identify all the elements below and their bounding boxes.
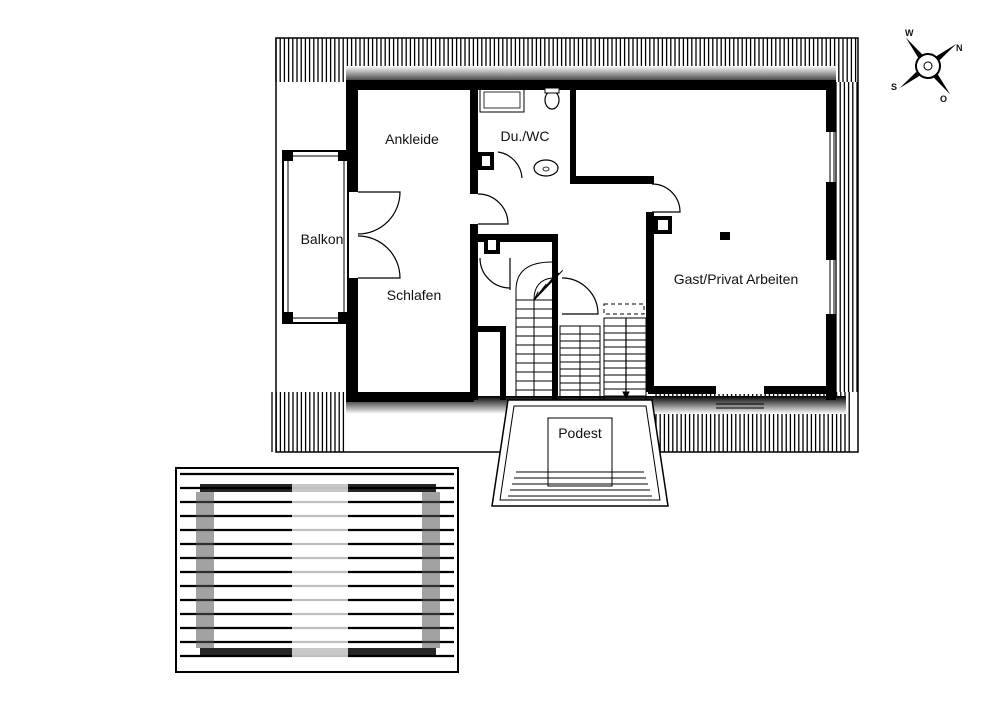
- walls: [346, 80, 836, 404]
- compass-letter-s: S: [891, 82, 897, 92]
- compass-letters: W N S O: [891, 28, 963, 104]
- staircase: [515, 261, 647, 409]
- compass-letter-n: N: [956, 43, 963, 53]
- compass: [899, 37, 957, 95]
- porch-roof: [491, 399, 669, 507]
- balcony: [282, 150, 349, 324]
- shower-tray: [479, 87, 525, 113]
- room-label-du-wc: Du./WC: [501, 128, 550, 144]
- room-label-gast: Gast/Privat Arbeiten: [674, 271, 799, 287]
- room-label-schlafen: Schlafen: [387, 287, 441, 303]
- room-label-ankleide: Ankleide: [385, 131, 439, 147]
- garage-roof: [175, 467, 459, 673]
- doors: [357, 151, 681, 315]
- compass-letter-w: W: [905, 28, 914, 38]
- pillars: [478, 152, 730, 254]
- windows: [716, 132, 835, 409]
- room-labels: Ankleide Du./WC Balkon Schlafen Gast/Pri…: [301, 128, 799, 441]
- washbasin: [533, 159, 559, 177]
- attic-hatch: [603, 303, 645, 315]
- compass-letter-o: O: [940, 94, 947, 104]
- room-label-podest: Podest: [558, 425, 602, 441]
- room-label-balkon: Balkon: [301, 231, 344, 247]
- toilet: [544, 87, 560, 110]
